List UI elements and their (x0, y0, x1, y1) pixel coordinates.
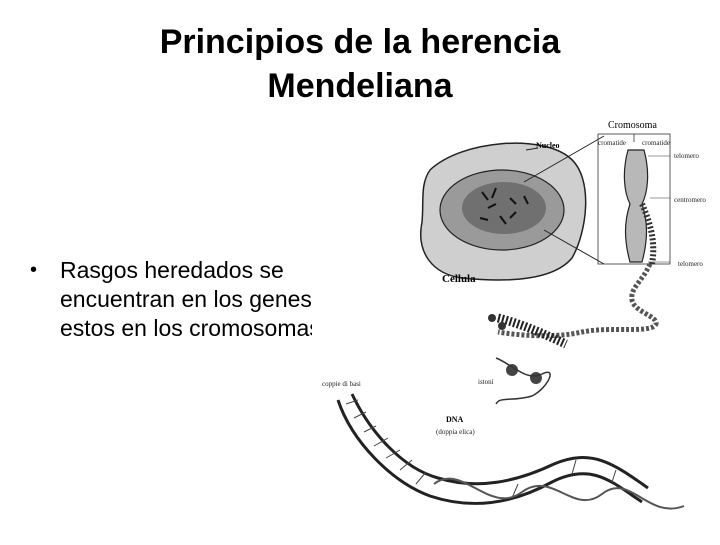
bullet-marker: • (30, 259, 38, 281)
title-line-2: Mendeliana (267, 67, 453, 105)
bullet-item: • Rasgos heredados se encuentran en los … (30, 256, 312, 396)
title-line-1: Principios de la herencia (159, 23, 561, 61)
chromosome-panel (597, 133, 671, 265)
label-istoni: istoni (478, 378, 494, 386)
bullet-text: Rasgos heredados se encuentran en los ge… (60, 257, 312, 341)
label-coppie-basi: coppie di basi (322, 380, 361, 388)
label-telomero: telomero (674, 152, 699, 160)
cell-drawing (420, 142, 587, 281)
label-dna: DNA (446, 415, 464, 424)
cell-to-dna-diagram: Cromosoma cromatide cromatide telomero c… (322, 120, 706, 510)
label-cromosoma: Cromosoma (608, 120, 657, 131)
slide-title: Principios de la herencia Mendeliana (0, 20, 720, 108)
label-doppia-elica: (doppia elica) (436, 428, 475, 436)
label-nucleo: Nucleo (536, 141, 560, 150)
label-cromatide-1: cromatide (598, 139, 626, 147)
label-centromero: centromero (674, 196, 706, 204)
chromatin-fiber (488, 262, 659, 405)
label-telomero-2: telomero (678, 260, 703, 268)
chromosome-illustration: Cromosoma cromatide cromatide telomero c… (312, 112, 720, 540)
label-cellula: Cellula (442, 273, 476, 285)
dna-double-helix (336, 393, 685, 510)
pointer-lines (523, 135, 605, 265)
label-cromatide-2: cromatide (642, 139, 670, 147)
